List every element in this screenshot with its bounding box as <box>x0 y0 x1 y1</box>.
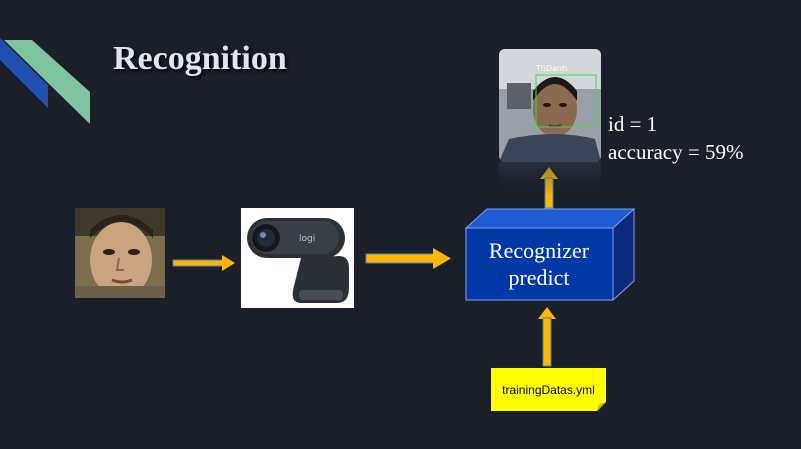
webcam-logo: logi <box>299 234 315 244</box>
decor-blue-stripe <box>0 38 48 108</box>
recognizer-box <box>464 207 636 302</box>
decor-green-stripe <box>4 40 90 124</box>
page-title: Recognition <box>113 40 287 77</box>
result-photo: ThDanh <box>499 49 601 162</box>
recognizer-label: Recognizer predict <box>466 228 612 300</box>
corner-decoration <box>0 38 90 124</box>
arrow-webcam-to-recognizer <box>365 248 451 269</box>
recognizer-label-line1: Recognizer <box>488 238 590 263</box>
face-name-overlay: ThDanh <box>535 64 567 73</box>
note-fold-corner <box>597 402 606 411</box>
result-photo-reflection <box>499 162 601 196</box>
arrow-training-to-recognizer <box>538 307 556 367</box>
result-accuracy: accuracy = 59% <box>608 140 744 164</box>
training-file-label: trainingDatas.yml <box>502 382 595 397</box>
training-file-note: trainingDatas.yml <box>491 368 606 411</box>
result-text: id = 1 accuracy = 59% <box>608 110 743 166</box>
result-id: id = 1 <box>608 112 658 136</box>
arrow-face-to-webcam <box>172 255 235 271</box>
webcam-image: logi <box>241 208 354 308</box>
recognizer-label-line2: predict <box>508 265 570 290</box>
face-photo <box>75 208 165 298</box>
